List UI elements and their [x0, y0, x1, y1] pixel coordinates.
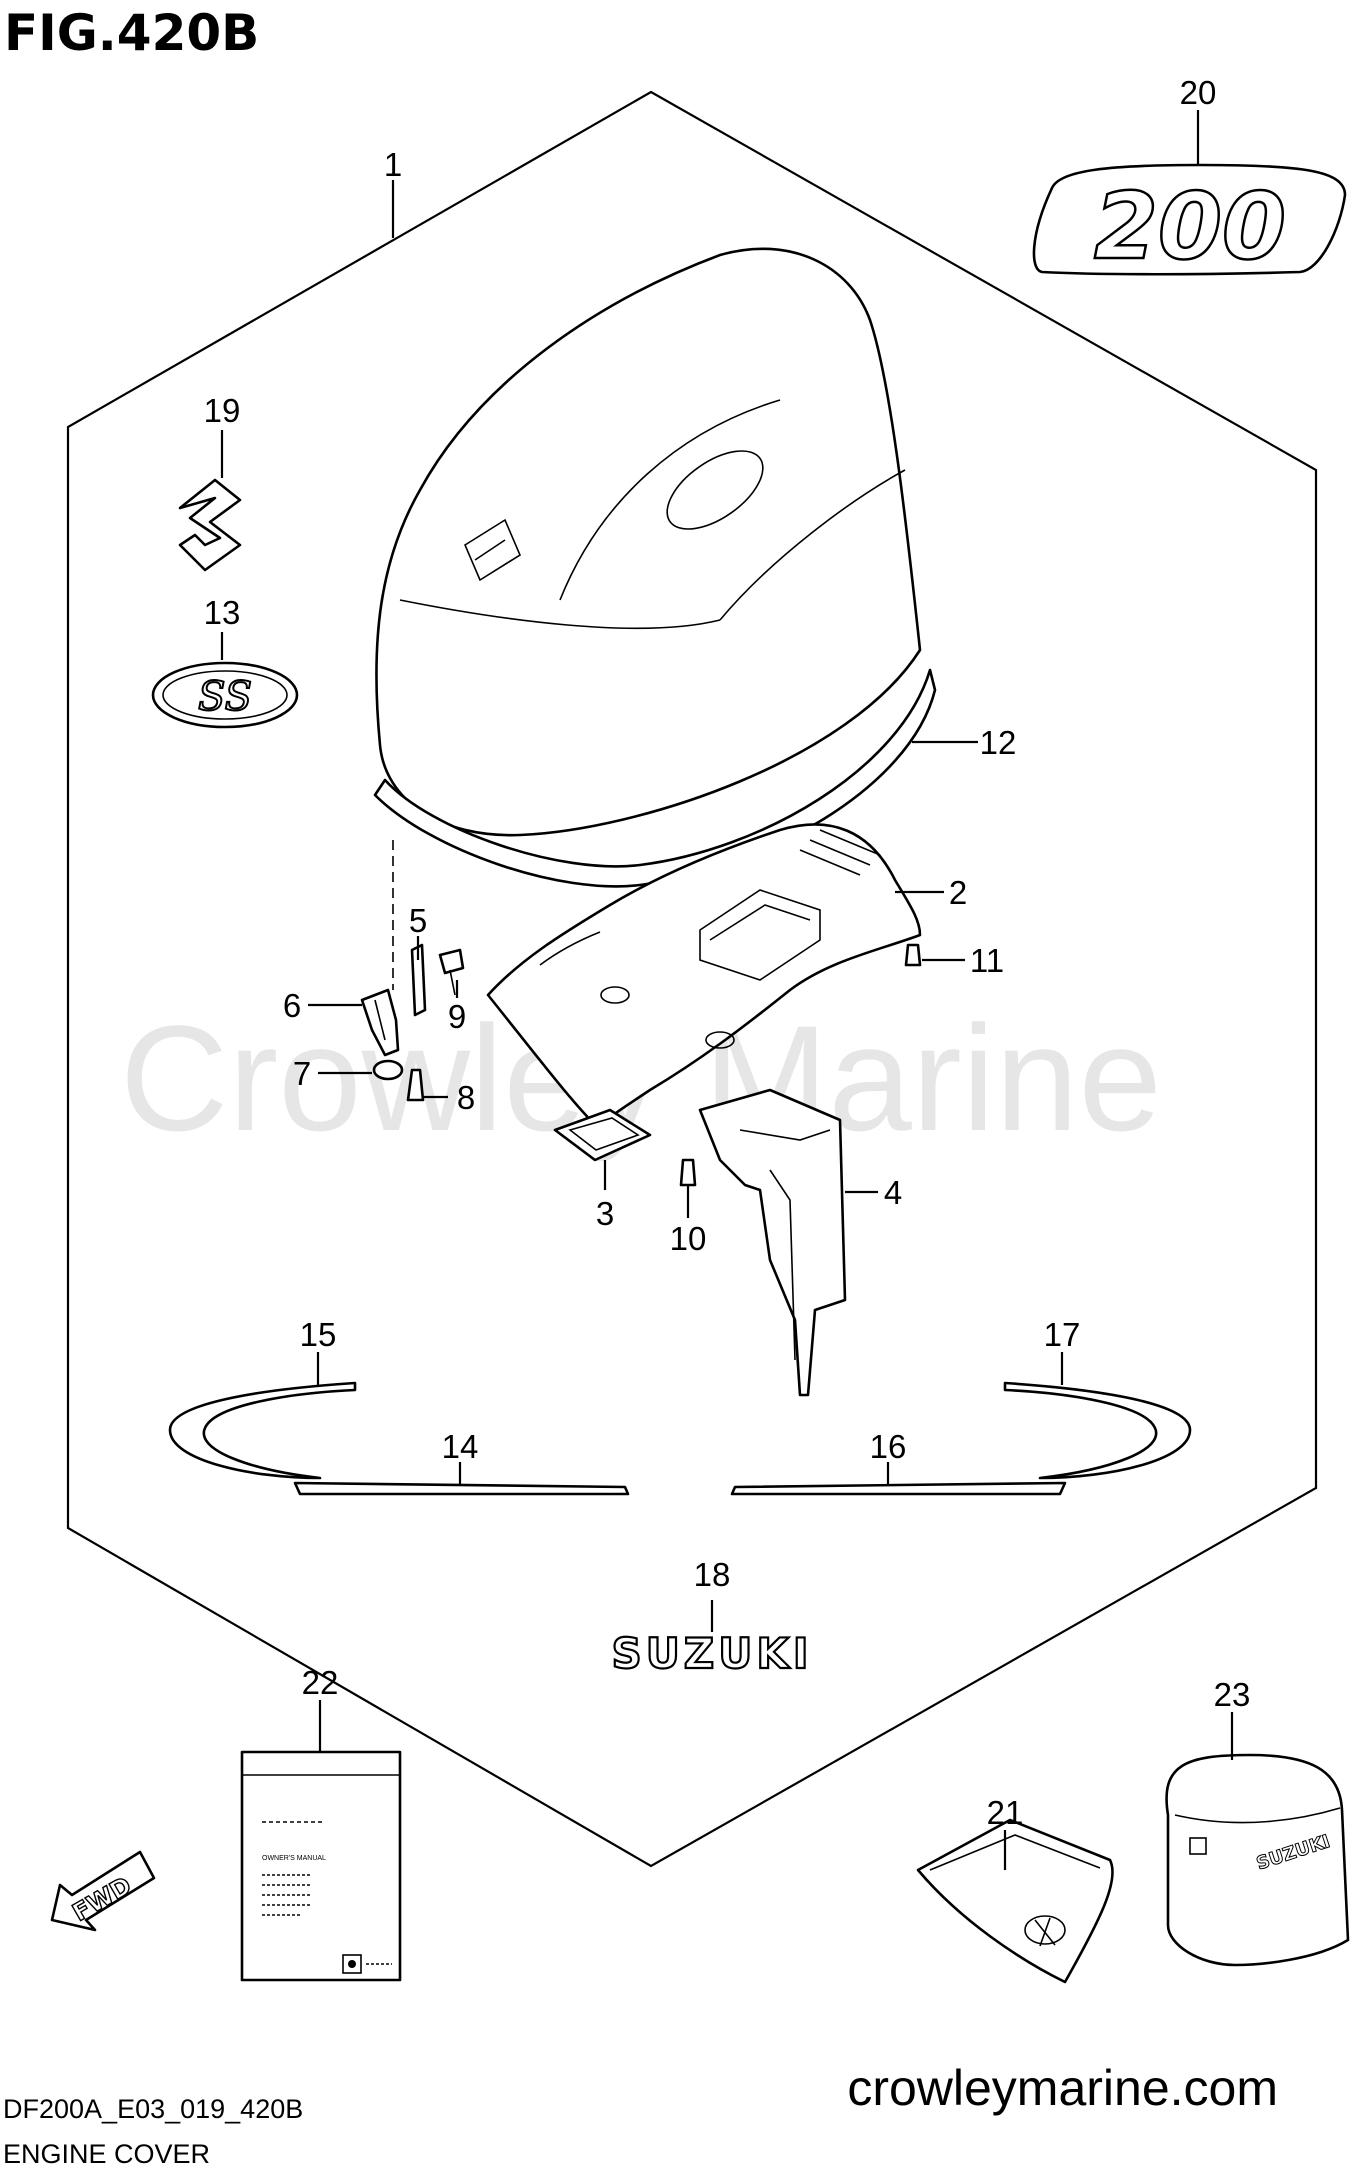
- callout-7[interactable]: 7: [293, 1055, 311, 1092]
- screw-part-10[interactable]: [679, 1158, 697, 1187]
- callout-14[interactable]: 14: [442, 1428, 479, 1465]
- stripe-part-16[interactable]: [730, 1481, 1067, 1496]
- callout-labels: 1 2 3 4 5 6 7 8 9 10 11 12 13 14 15 16 1…: [204, 74, 1251, 1831]
- callout-23[interactable]: 23: [1214, 1676, 1251, 1713]
- callout-16[interactable]: 16: [870, 1428, 907, 1465]
- suzuki-brand-text: SUZUKI: [611, 1629, 812, 1678]
- callout-17[interactable]: 17: [1044, 1316, 1081, 1353]
- diagram-caption: ENGINE COVER: [3, 2139, 210, 2169]
- callout-18[interactable]: 18: [694, 1556, 731, 1593]
- callout-6[interactable]: 6: [283, 987, 301, 1024]
- leader-lines: [220, 110, 1234, 1870]
- engine-cover-part-1[interactable]: [375, 247, 922, 837]
- nut-part-7[interactable]: [372, 1059, 404, 1081]
- screw-part-11[interactable]: [904, 943, 922, 967]
- callout-22[interactable]: 22: [302, 1664, 339, 1701]
- callout-9[interactable]: 9: [448, 998, 466, 1035]
- callout-1[interactable]: 1: [384, 146, 402, 183]
- screw-part-8[interactable]: [406, 1068, 425, 1102]
- duct-part-4[interactable]: [698, 1088, 847, 1397]
- latch-part-6[interactable]: [360, 988, 400, 1057]
- callout-19[interactable]: 19: [204, 392, 241, 429]
- figure-title: FIG.420B: [4, 4, 259, 62]
- callout-12[interactable]: 12: [980, 724, 1017, 761]
- ss-emblem-part-13[interactable]: SS: [151, 661, 299, 729]
- manual-title-text: OWNER'S MANUAL: [262, 1855, 326, 1862]
- suzuki-s-logo-part-19[interactable]: [178, 478, 242, 572]
- cover-bag-part-23[interactable]: SUZUKI: [1165, 1753, 1350, 1967]
- callout-21[interactable]: 21: [987, 1794, 1024, 1831]
- stripe-part-17[interactable]: [1003, 1381, 1192, 1480]
- callout-3[interactable]: 3: [596, 1195, 614, 1232]
- callout-4[interactable]: 4: [884, 1174, 902, 1211]
- callout-5[interactable]: 5: [409, 902, 427, 939]
- owners-manual-part-22[interactable]: OWNER'S MANUAL: [240, 1750, 402, 1982]
- grommet-part-3[interactable]: [553, 1108, 652, 1162]
- model-code: DF200A_E03_019_420B: [3, 2094, 303, 2124]
- suzuki-brand-decal-part-18[interactable]: SUZUKI: [610, 1628, 812, 1679]
- callout-8[interactable]: 8: [457, 1079, 475, 1116]
- tool-bag-part-21[interactable]: [916, 1818, 1114, 1984]
- bolt-part-9[interactable]: [438, 948, 465, 996]
- callout-15[interactable]: 15: [300, 1316, 337, 1353]
- assembly-outline: [66, 90, 1318, 1868]
- stripe-part-14[interactable]: [293, 1481, 630, 1496]
- ss-emblem-text: SS: [198, 674, 252, 720]
- callout-13[interactable]: 13: [204, 594, 241, 631]
- callout-20[interactable]: 20: [1180, 74, 1217, 111]
- callout-10[interactable]: 10: [670, 1220, 707, 1257]
- website-link[interactable]: crowleymarine.com: [847, 2060, 1278, 2116]
- decal-200-text: 200: [1094, 173, 1286, 280]
- callout-11[interactable]: 11: [970, 942, 1004, 979]
- fwd-arrow-icon: FWD: [50, 1850, 156, 1932]
- callout-2[interactable]: 2: [949, 874, 967, 911]
- stripe-part-15[interactable]: [168, 1381, 357, 1480]
- decal-200-part-20[interactable]: 200: [1032, 163, 1347, 281]
